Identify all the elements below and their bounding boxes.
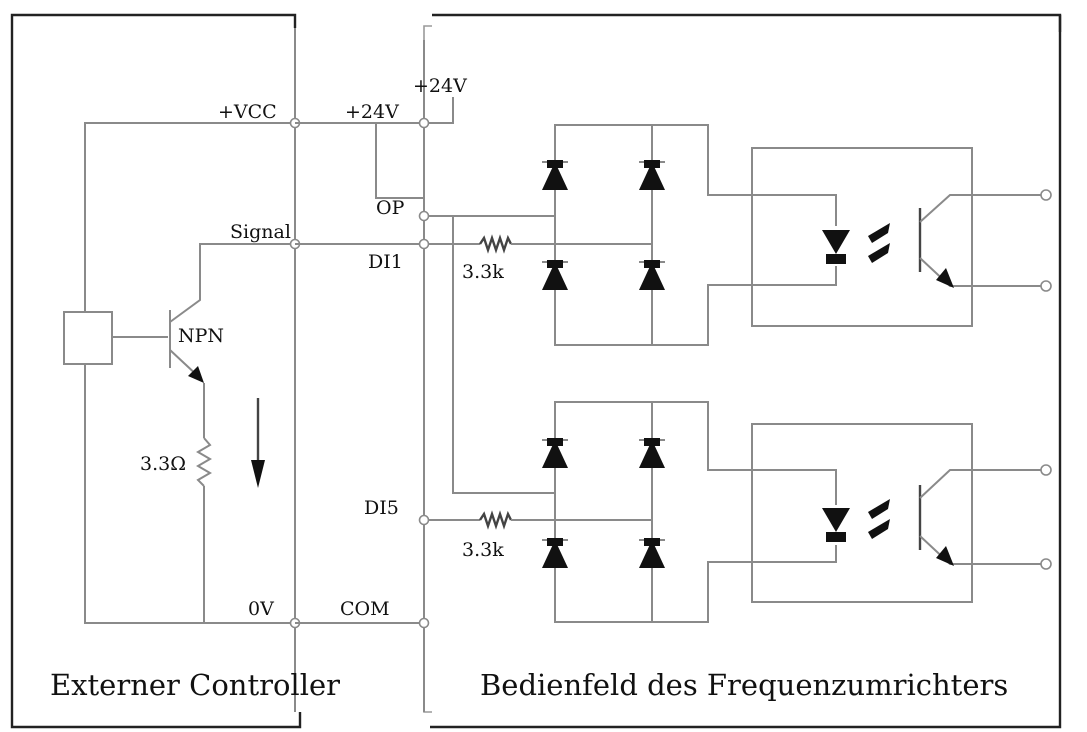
v24-node <box>418 117 430 129</box>
terminal-icon <box>1040 464 1052 476</box>
label-op: OP <box>376 197 405 219</box>
resistor-icon <box>196 437 212 487</box>
led-icon <box>822 230 850 264</box>
label-r-emitter: 3.3Ω <box>140 453 186 475</box>
section-title-left: Externer Controller <box>50 668 340 702</box>
section-title-right: Bedienfeld des Frequenzumrichters <box>480 668 1008 702</box>
bridge-rectifier-bottom <box>542 401 752 623</box>
optocoupler-top <box>751 147 1052 327</box>
resistor-icon <box>479 510 513 530</box>
terminal-icon <box>1040 280 1052 292</box>
phototransistor-icon <box>918 194 1043 288</box>
diode-icon <box>542 260 568 290</box>
com-node <box>418 617 430 629</box>
label-signal: Signal <box>230 221 291 243</box>
controller-wiring <box>63 122 295 624</box>
light-ray-icon <box>868 499 890 519</box>
label-di5: DI5 <box>364 497 399 519</box>
resistor-icon <box>479 234 513 254</box>
light-ray-icon <box>868 519 890 539</box>
external-controller-frame <box>10 13 302 729</box>
diode-icon <box>639 538 665 568</box>
terminal-icon <box>1040 189 1052 201</box>
label-r-di1: 3.3k <box>462 261 504 283</box>
controller-block <box>63 311 113 365</box>
inverter-panel-frame <box>423 13 1062 729</box>
light-ray-icon <box>868 223 890 243</box>
label-npn: NPN <box>178 325 224 347</box>
diode-icon <box>542 538 568 568</box>
panel-wiring <box>295 97 555 624</box>
di1-node <box>418 238 430 250</box>
label-vcc: +VCC <box>218 101 277 123</box>
npn-transistor-icon <box>169 243 295 383</box>
diode-icon <box>542 438 568 468</box>
phototransistor-icon <box>918 469 1043 566</box>
terminal-icon <box>1040 558 1052 570</box>
label-v24-a: +24V <box>345 101 399 123</box>
led-icon <box>822 508 850 542</box>
diode-icon <box>639 438 665 468</box>
current-arrow-icon <box>251 398 265 488</box>
optocoupler-bottom <box>751 423 1052 603</box>
light-ray-icon <box>868 243 890 263</box>
di5-node <box>418 514 430 526</box>
diode-icon <box>542 160 568 190</box>
label-com: COM <box>340 598 390 620</box>
op-node <box>418 210 430 222</box>
diode-icon <box>639 260 665 290</box>
label-zero-v: 0V <box>248 598 274 620</box>
bridge-rectifier-top <box>542 124 752 346</box>
label-v24-b: +24V <box>413 75 467 97</box>
diode-icon <box>639 160 665 190</box>
label-r-di5: 3.3k <box>462 539 504 561</box>
label-di1: DI1 <box>368 251 403 273</box>
